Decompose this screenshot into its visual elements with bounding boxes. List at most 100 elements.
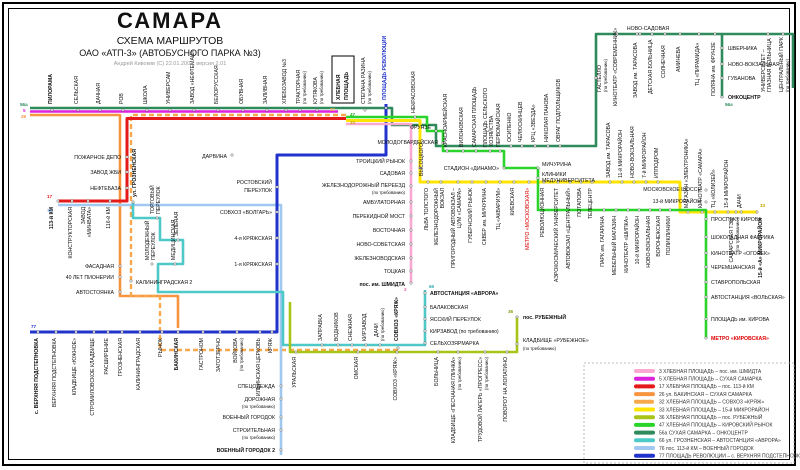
station-label: ТРАКТОРНАЯ xyxy=(296,70,302,104)
station-dot xyxy=(704,265,708,269)
station-dot xyxy=(536,166,540,170)
station-label: ЧЕРЕМШАНСКАЯ xyxy=(711,265,755,271)
station-dot xyxy=(120,330,124,334)
station-label: МЕТРО «КИРОВСКАЯ» xyxy=(711,336,769,342)
station-label: СОВХОЗ «ВОЛГАРЬ» xyxy=(220,210,272,216)
station-label: ЦЕНТРАЛЬНЫЙ ПАРК xyxy=(777,37,785,92)
station-label: (по требованию) xyxy=(319,70,324,104)
station-dot xyxy=(704,280,708,284)
station-dot xyxy=(650,32,654,36)
station-label: ГУБАНОВА xyxy=(728,76,756,82)
station-dot xyxy=(409,214,413,218)
station-dot xyxy=(426,180,430,184)
station-label: НОВО-ВОКЗАЛЬНАЯ xyxy=(728,62,780,68)
station-dot xyxy=(275,262,279,266)
route-number-badge: 3 xyxy=(404,287,407,292)
station-dot xyxy=(720,76,724,80)
station-label: МОЛОДЕЖНЫЙ xyxy=(143,220,151,260)
station-dot xyxy=(502,166,506,170)
station-label: НИКОЛАЯ ПАНОВА xyxy=(544,93,550,142)
station-label: ГУБЕРНСКИЙ РЫНОК xyxy=(466,188,474,243)
station-label: НОВО-ВОКЗАЛЬНАЯ xyxy=(646,216,652,268)
station-label: ЗАГОТЗЕРНО xyxy=(216,338,222,372)
route-number-badge: 66 xyxy=(429,284,435,289)
station-label: РЫНОК xyxy=(158,338,164,357)
station-label: ул. ГРОЗНЕНСКАЯ xyxy=(132,149,138,197)
station-label: ТРУДОВОЙ ЛАГЕРЬ «ПРОГРЕСС» xyxy=(476,357,484,442)
station-label: ПИЛОРАМА xyxy=(48,74,54,104)
station-label: КИЕВСКАЯ xyxy=(510,188,516,216)
station-dot xyxy=(498,180,502,184)
station-dot xyxy=(658,208,662,212)
station-label: 7-й МИКРОРАЙОН xyxy=(640,132,648,178)
station-dot xyxy=(704,336,708,340)
station-dot xyxy=(648,208,652,212)
legend-item-label: 36 ХЛЕБНАЯ ПЛОЩАДЬ – пос. РУБЕЖНЫЙ xyxy=(659,413,763,421)
station-dot xyxy=(663,32,667,36)
station-label: АМИНЕВА xyxy=(676,46,682,72)
station-label: ФАСАДНАЯ xyxy=(85,264,114,270)
station-label: 15-й МИКРОРАЙОН xyxy=(722,159,730,208)
station-label: ДАЧНАЯ xyxy=(96,83,102,104)
station-dot xyxy=(270,330,274,334)
station-label: ОБУВНАЯ xyxy=(239,79,245,104)
station-label: АВТОСТОЯНКА xyxy=(76,290,114,296)
station-label: МОЛОДОГВАРДЕЙСКАЯ xyxy=(377,138,438,146)
station-label: ВОСТОЧНАЯ xyxy=(373,228,405,234)
station-label: СОЛНЕЧНАЯ xyxy=(661,45,667,78)
station-label: ПЛОЩАДЬ РЕВОЛЮЦИИ xyxy=(382,36,388,100)
route-line-47 xyxy=(346,115,708,338)
station-label: ЗАВОД xyxy=(81,207,87,225)
station-dot xyxy=(413,115,417,119)
station-label: АВТОСТАНЦИЯ «АВРОРА» xyxy=(430,291,499,297)
station-label: КАЛИНИНГРАДСКАЯ xyxy=(136,338,142,390)
terminus-box xyxy=(331,55,355,104)
station-dot xyxy=(505,350,509,354)
station-dot xyxy=(423,317,427,321)
station-dot xyxy=(118,290,122,294)
station-dot xyxy=(74,330,78,334)
station-label: ВОРОНЕЖСКАЯ xyxy=(656,216,662,257)
station-label: НОВО-САДОВАЯ xyxy=(627,26,669,32)
station-dot xyxy=(155,216,159,220)
station-dot xyxy=(527,180,531,184)
route-number-badge: 17 xyxy=(47,194,53,199)
station-dot xyxy=(635,32,639,36)
station-dot xyxy=(201,330,205,334)
station-label: БАЛАКОВСКАЯ xyxy=(430,305,468,311)
station-dot xyxy=(125,186,129,190)
station-dot xyxy=(423,341,427,345)
station-label: ПОЖАРНОЕ ДЕПО xyxy=(74,155,121,161)
legend-item-label: 66 ул. ГРОЗНЕНСКАЯ – АВТОСТАНЦИЯ «АВРОРА… xyxy=(659,438,781,444)
route-number-badge: 77 xyxy=(31,324,37,329)
station-dot xyxy=(192,108,196,112)
station-label: ГЛАЗНАЯ БОЛЬНИЦА xyxy=(767,38,773,92)
station-label: ЗАЛИВНАЯ xyxy=(263,75,269,104)
station-dot xyxy=(320,343,324,347)
station-label: ПОТАПОВА xyxy=(577,187,583,216)
station-label: ВЕРХНЯЯ ПОДСТЕПНОВКА xyxy=(52,337,58,407)
station-dot xyxy=(686,210,690,214)
station-dot xyxy=(556,180,560,184)
station-label: АВТОВОКЗАЛ «ЦЕНТРАЛЬНЫЙ» xyxy=(564,188,572,269)
station-dot xyxy=(602,208,606,212)
station-label: 11-й МИКРОРАЙОН xyxy=(616,130,624,178)
station-label: ВОДНИКОВ xyxy=(334,312,340,341)
station-dot xyxy=(720,46,724,50)
station-label: РОСТОВСКИЙ xyxy=(237,178,273,186)
station-label: АЭРОКОСМИЧЕСКИЙ УНИВЕРСИТЕТ xyxy=(552,187,560,282)
station-dot xyxy=(50,108,54,112)
station-dot xyxy=(409,281,413,285)
station-label: пос. РУБЕЖНЫЙ xyxy=(523,313,566,321)
station-dot xyxy=(515,315,519,319)
station-dot xyxy=(590,180,594,184)
station-dot xyxy=(568,180,572,184)
station-dot xyxy=(121,108,125,112)
station-dot xyxy=(546,144,550,148)
station-dot xyxy=(700,210,704,214)
station-label: ВОЕННЫЙ ГОРОДОК 2 xyxy=(217,446,275,454)
station-dot xyxy=(423,329,427,333)
station-dot xyxy=(638,32,642,36)
station-dot xyxy=(275,185,279,189)
